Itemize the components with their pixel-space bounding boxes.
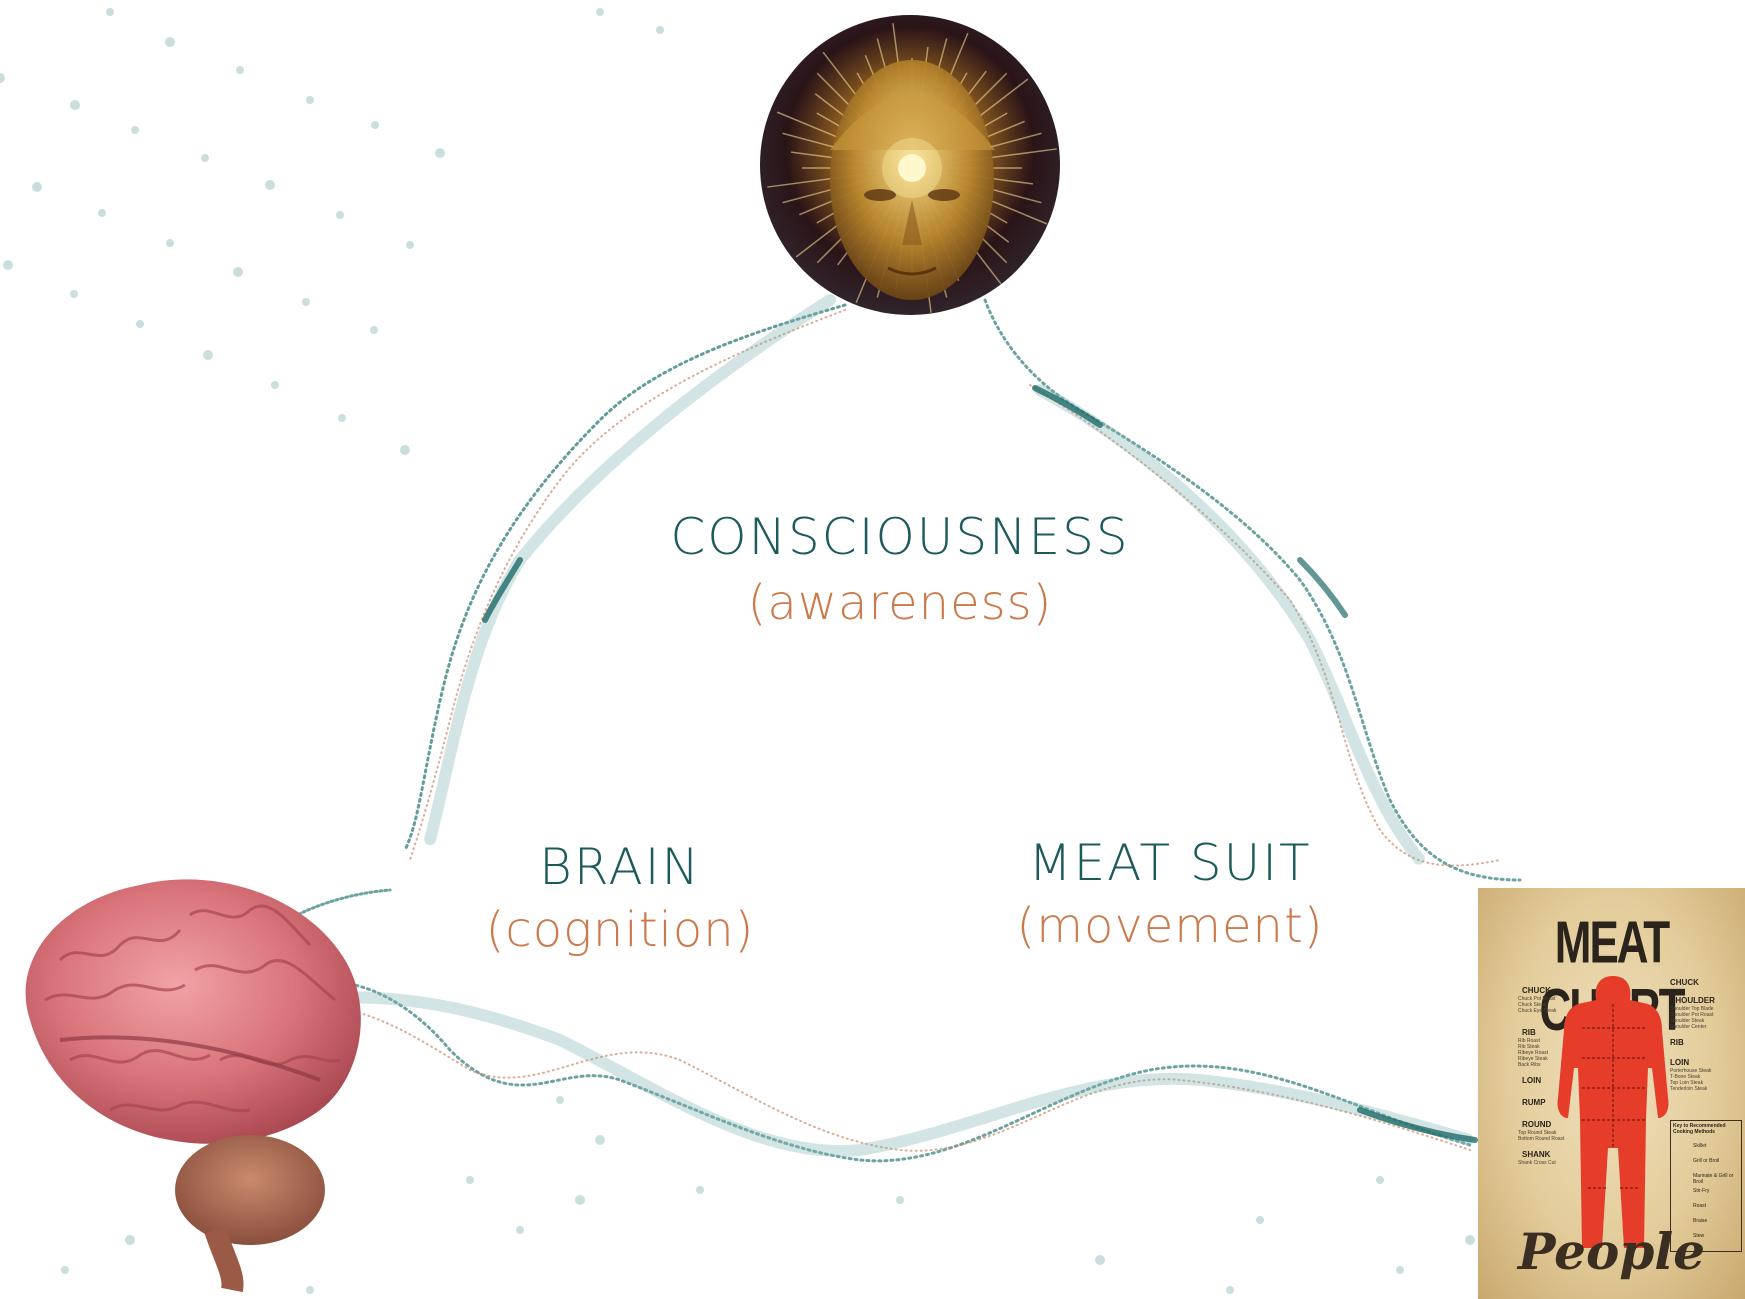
background-dot: [371, 121, 379, 129]
background-dot: [370, 326, 378, 334]
cut-item: Bottom Round Roast: [1518, 1136, 1564, 1142]
background-dot: [1465, 1235, 1475, 1245]
cooking-key-item: Grill or Broil: [1693, 1158, 1719, 1164]
background-dot: [336, 211, 344, 219]
background-dot: [125, 1235, 135, 1245]
cut-label: ROUND: [1522, 1120, 1551, 1129]
background-dot: [131, 126, 139, 134]
background-dot: [236, 66, 244, 74]
background-dot: [556, 1096, 564, 1104]
background-dot: [1095, 1255, 1105, 1265]
background-dot: [265, 180, 275, 190]
background-dot: [70, 100, 80, 110]
background-dot: [575, 1195, 585, 1205]
background-dot: [896, 1196, 904, 1204]
background-dot: [302, 298, 310, 306]
background-dot: [233, 267, 243, 277]
cut-item: Back Ribs: [1518, 1062, 1541, 1068]
background-dot: [136, 320, 144, 328]
background-dot: [338, 414, 346, 422]
cooking-key-item: Roast: [1693, 1203, 1706, 1209]
background-dot: [165, 37, 175, 47]
background-dot: [70, 290, 78, 298]
background-dot: [406, 241, 414, 249]
background-dot: [1376, 1176, 1384, 1184]
cut-label: RIB: [1670, 1038, 1684, 1047]
background-dot: [466, 1176, 474, 1184]
cut-item: Tenderloin Steak: [1670, 1086, 1707, 1092]
background-dot: [400, 445, 410, 455]
cut-label: CHUCK: [1522, 986, 1551, 995]
background-dot: [166, 239, 174, 247]
background-dot: [61, 1266, 69, 1274]
background-dot: [32, 182, 42, 192]
background-dot: [435, 148, 445, 158]
background-dot: [98, 209, 106, 217]
brain-icon: [26, 879, 361, 1290]
cut-item: Shoulder Center: [1670, 1024, 1706, 1030]
cut-label: SHANK: [1522, 1150, 1550, 1159]
background-dot: [0, 73, 5, 83]
background-dot: [656, 26, 664, 34]
cut-label: LOIN: [1522, 1076, 1541, 1085]
glowing-head-icon: [760, 15, 1060, 315]
background-dot: [516, 1226, 524, 1234]
background-dot: [1396, 1266, 1404, 1274]
background-dot: [3, 260, 13, 270]
cut-item: Shank Cross Cut: [1518, 1160, 1556, 1166]
background-dot: [596, 8, 604, 16]
cut-label: CHUCK: [1670, 978, 1699, 987]
background-dot: [1256, 1216, 1264, 1224]
cut-label: SHOULDER: [1670, 996, 1715, 1005]
brain-subtitle: (cognition): [460, 902, 780, 958]
cooking-key-item: Skillet: [1693, 1143, 1706, 1149]
poster-footer: People: [1478, 1222, 1745, 1281]
meat-suit-subtitle: (movement): [990, 898, 1350, 954]
background-dot: [1226, 1286, 1234, 1294]
cooking-key-item: Marinate & Grill or Broil: [1693, 1173, 1741, 1185]
cut-label: RUMP: [1522, 1098, 1546, 1107]
background-dot: [271, 381, 279, 389]
cooking-key-item: Stir-Fry: [1693, 1188, 1709, 1194]
background-dot: [106, 8, 114, 16]
meat-suit-title: MEAT SUIT: [990, 834, 1350, 892]
cooking-key-title: Key to Recommended Cooking Methods: [1673, 1123, 1739, 1135]
brain-title: BRAIN: [470, 838, 770, 896]
cut-label: LOIN: [1670, 1058, 1689, 1067]
background-dot: [306, 1286, 314, 1294]
background-dot: [595, 1135, 605, 1145]
background-dot: [306, 96, 314, 104]
consciousness-title: CONSCIOUSNESS: [660, 508, 1140, 566]
consciousness-subtitle: (awareness): [660, 575, 1140, 631]
background-dot: [203, 350, 213, 360]
background-dot: [696, 1186, 704, 1194]
background-dot: [201, 154, 209, 162]
cut-label: RIB: [1522, 1028, 1536, 1037]
cut-item: Chuck Eye Steak: [1518, 1008, 1556, 1014]
